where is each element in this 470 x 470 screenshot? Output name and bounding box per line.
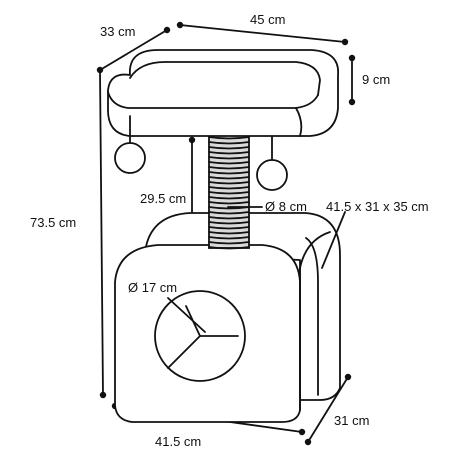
dimension-depth-top — [96, 26, 171, 74]
label-hole-diameter: Ø 17 cm — [128, 280, 177, 295]
label-platform-height: 9 cm — [362, 72, 390, 87]
label-base-width: 41.5 cm — [155, 434, 201, 449]
rope-winding — [208, 161, 250, 165]
rope-winding — [208, 151, 250, 155]
label-post-diameter: Ø 8 cm — [265, 199, 307, 214]
rope-winding — [208, 231, 250, 235]
leader-house — [321, 211, 346, 269]
label-post-height: 29.5 cm — [140, 191, 186, 206]
leader-hole — [167, 297, 206, 333]
hanging-ball-right — [256, 135, 288, 191]
rope-winding — [208, 201, 250, 205]
rope-winding — [208, 226, 250, 230]
dimension-platform-height — [348, 54, 356, 106]
label-base-depth: 31 cm — [334, 413, 369, 428]
dimension-width-top — [176, 21, 349, 46]
rope-winding — [208, 186, 250, 190]
rope-winding — [208, 166, 250, 170]
rope-winding — [208, 191, 250, 195]
rope-winding — [208, 236, 250, 240]
label-total-height: 73.5 cm — [30, 215, 76, 230]
rope-winding — [208, 211, 250, 215]
label-width-top: 45 cm — [250, 12, 285, 27]
rope-winding — [208, 221, 250, 225]
rope-winding — [208, 146, 250, 150]
rope-winding — [208, 176, 250, 180]
dimension-total-height — [99, 71, 107, 399]
top-platform — [107, 49, 339, 137]
label-depth-top: 33 cm — [100, 24, 135, 39]
rope-winding — [208, 171, 250, 175]
rope-winding — [208, 181, 250, 185]
label-house-dimensions: 41.5 x 31 x 35 cm — [326, 199, 429, 214]
rope-winding — [208, 246, 250, 250]
sisal-post — [208, 127, 250, 250]
rope-winding — [208, 241, 250, 245]
dimension-base-depth — [304, 373, 352, 446]
rope-winding — [208, 196, 250, 200]
rope-winding — [208, 216, 250, 220]
rope-winding — [208, 136, 250, 140]
house-body — [114, 212, 341, 423]
rope-winding — [208, 141, 250, 145]
rope-winding — [208, 156, 250, 160]
hanging-ball-left — [114, 115, 146, 174]
